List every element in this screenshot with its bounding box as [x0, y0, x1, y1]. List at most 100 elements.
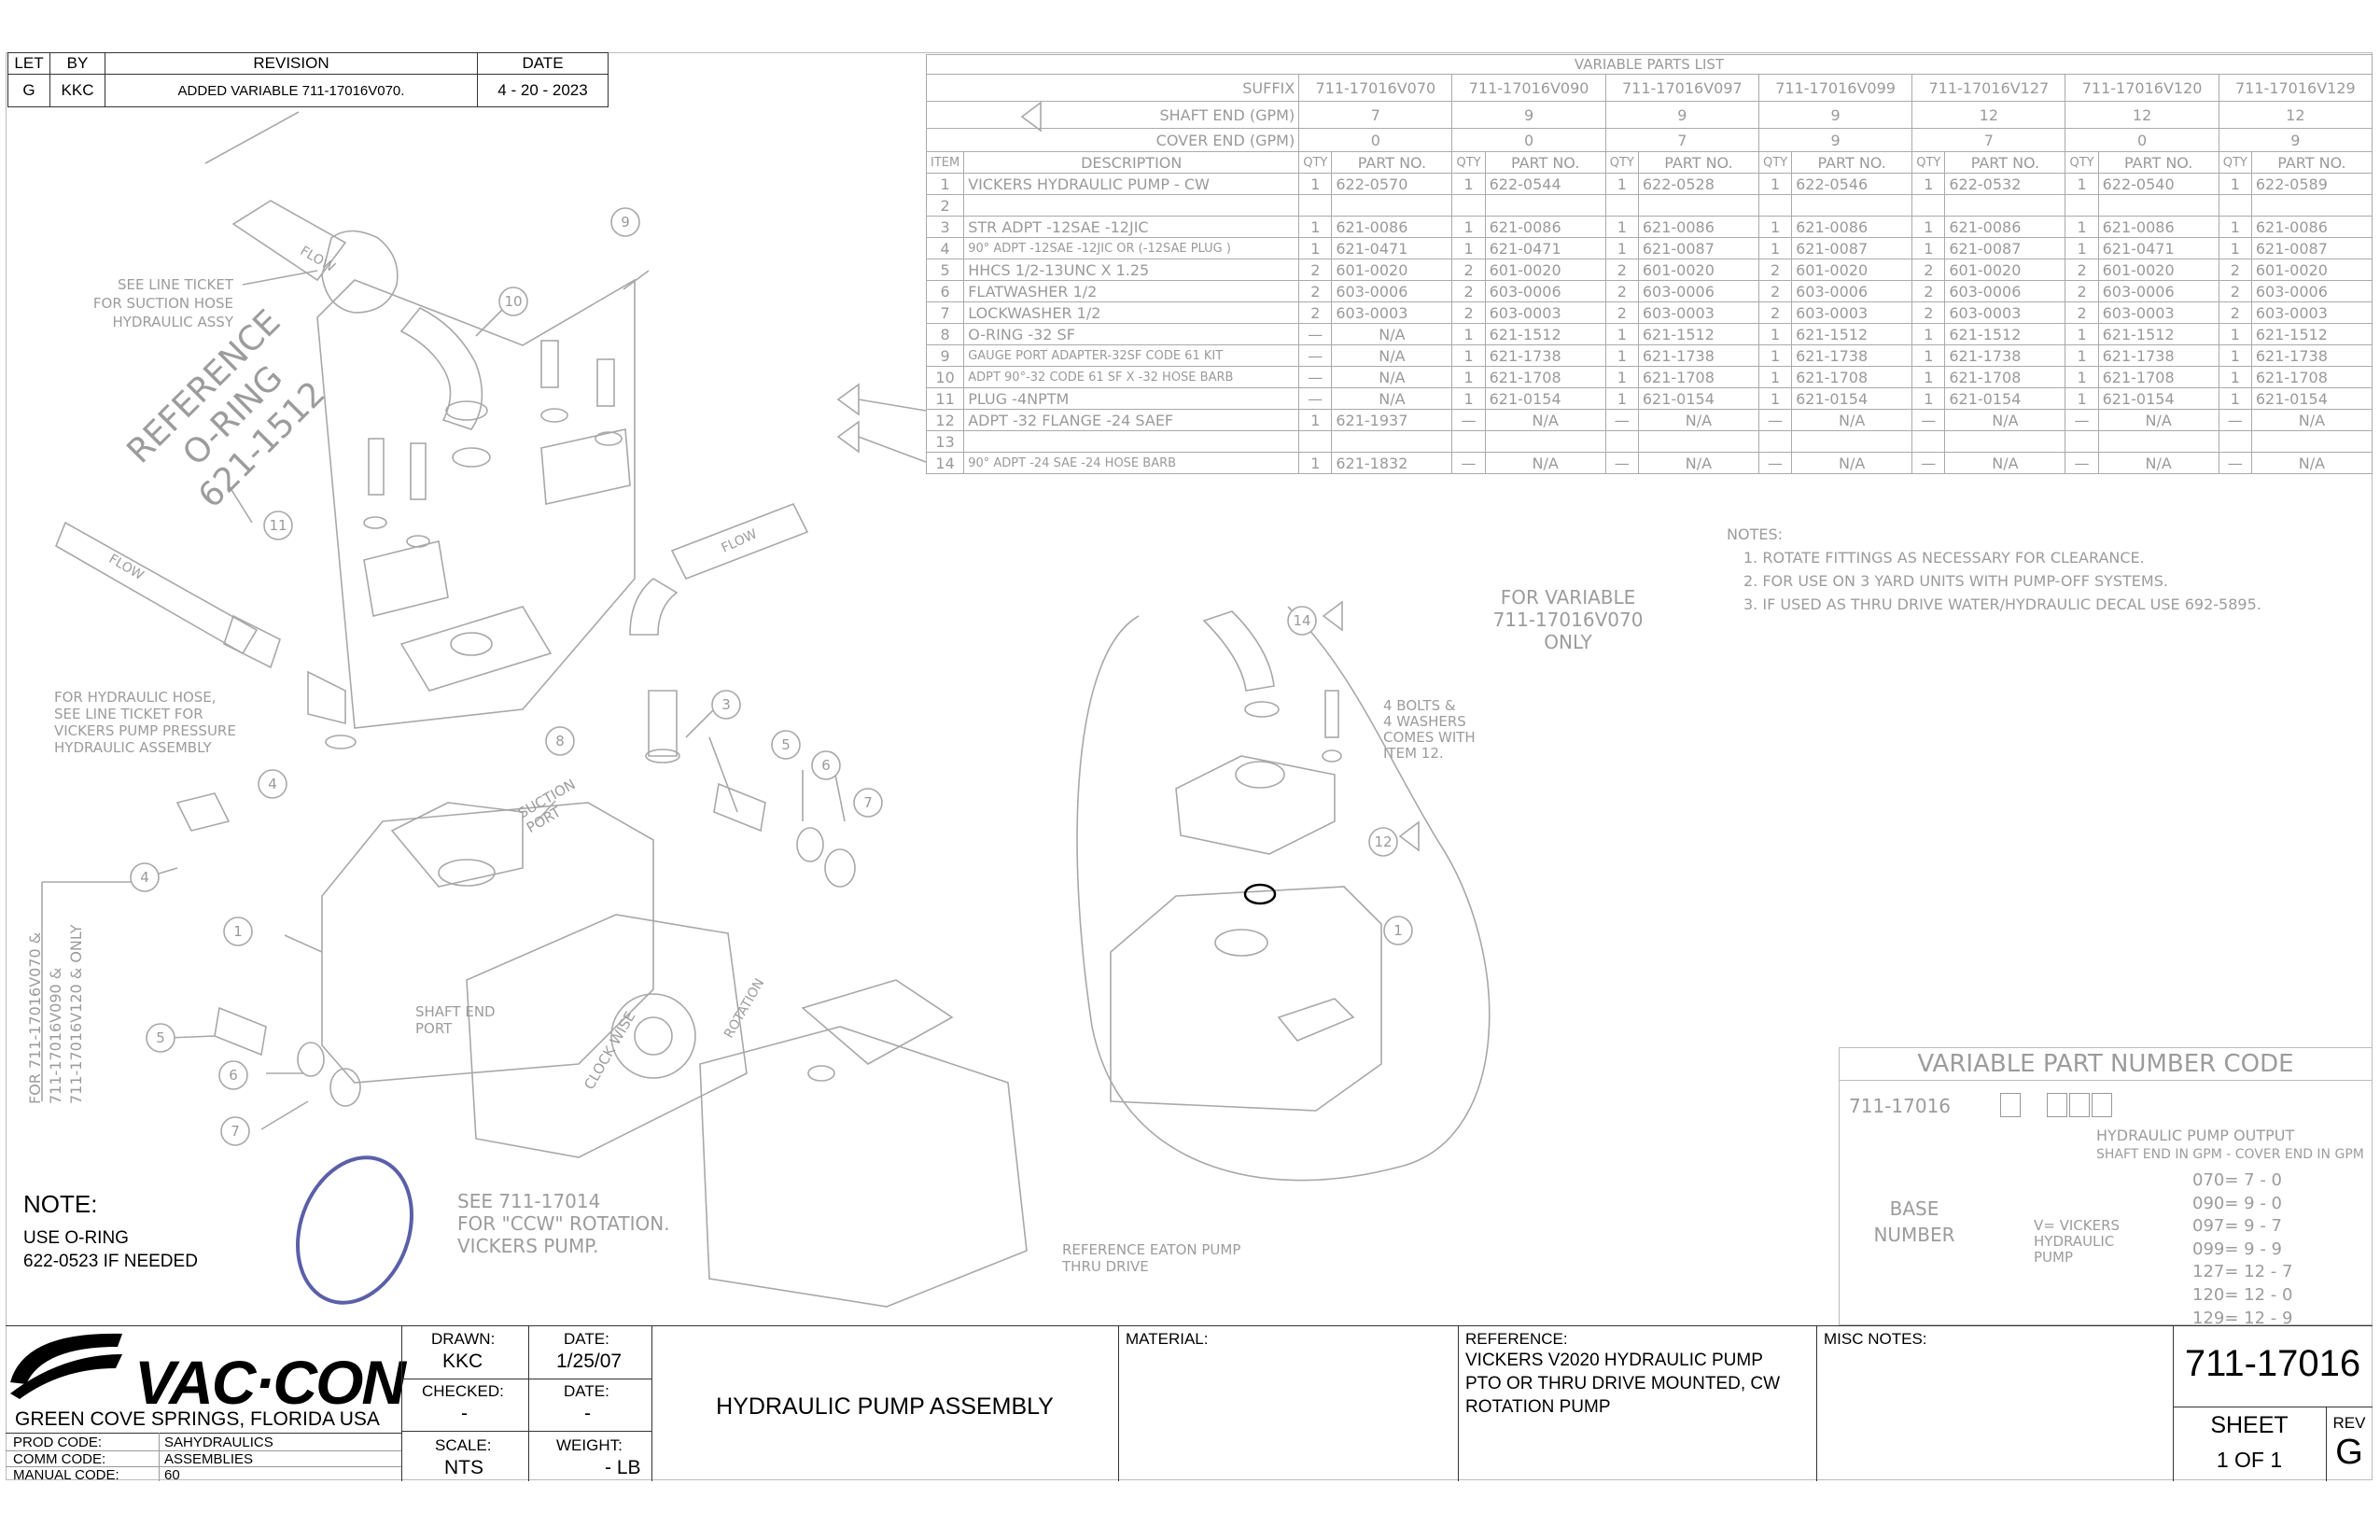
vpl-part-no: N/A — [1484, 409, 1606, 431]
vpl-part-no: 621-1512 — [2250, 323, 2373, 345]
vpn-box-3 — [2069, 1093, 2090, 1117]
vpl-part-no: 621-0086 — [1791, 216, 1913, 238]
rev-let: G — [7, 74, 50, 107]
half-flange — [363, 540, 449, 617]
vpl-qty: — — [1298, 366, 1333, 388]
label-see-ccw: SEE 711-17014 FOR "CCW" ROTATION. VICKER… — [457, 1190, 670, 1257]
vpl-part-no: N/A — [1484, 452, 1606, 474]
pump-body — [321, 802, 654, 1084]
bolt — [368, 438, 385, 496]
vpl-qty — [2218, 194, 2252, 217]
svg-text:12: 12 — [1374, 833, 1392, 850]
note-3: 3. IF USED AS THRU DRIVE WATER/HYDRAULIC… — [1743, 595, 2261, 613]
oring-top — [445, 400, 488, 421]
vpl-shaft-end: 9 — [1757, 101, 1913, 129]
vpl-part-no: 603-0006 — [1637, 280, 1759, 302]
notes-block: NOTES: 1. ROTATE FITTINGS AS NECESSARY F… — [1727, 523, 2371, 616]
variable-pump-body — [1110, 886, 1382, 1112]
vpl-suffix: 711-17016V129 — [2218, 74, 2373, 102]
vpl-suffix: 711-17016V120 — [2065, 74, 2219, 102]
svg-text:5: 5 — [156, 1029, 165, 1046]
vpl-cover-end: 9 — [2218, 128, 2373, 152]
vpl-qty: 1 — [1451, 237, 1486, 259]
vpl-qty: 1 — [2218, 344, 2252, 367]
callout-bubble: 7 — [220, 1116, 250, 1146]
reference-value: VICKERS V2020 HYDRAULIC PUMP PTO OR THRU… — [1465, 1351, 1781, 1417]
callout-bubble: 4 — [258, 769, 287, 799]
vpl-qty: — — [1451, 452, 1486, 474]
pump-flange — [466, 914, 748, 1158]
oring-8 — [452, 447, 491, 468]
vpl-qty: 2 — [1298, 259, 1333, 281]
svg-text:7: 7 — [231, 1123, 240, 1140]
vpl-part-header: PART NO. — [2250, 151, 2373, 174]
scale-value: NTS — [444, 1457, 483, 1478]
vpl-suffix: 711-17016V090 — [1451, 74, 1606, 102]
vpl-item: 6 — [925, 280, 965, 302]
vpl-part-no: 621-0471 — [2097, 237, 2219, 259]
vpl-qty: 1 — [1604, 344, 1639, 367]
vpl-qty: 2 — [1451, 280, 1486, 302]
vpl-part-no: 621-0471 — [1331, 237, 1453, 259]
vpl-qty: 2 — [2065, 280, 2099, 302]
vpl-qty: — — [1298, 323, 1333, 345]
vpl-qty: 1 — [1757, 387, 1793, 410]
title-block: VAC·CON GREEN COVE SPRINGS, FLORIDA USA … — [6, 1325, 2373, 1483]
vpl-part-header: PART NO. — [1637, 151, 1759, 174]
suction-hose — [231, 200, 347, 282]
vpl-qty — [1451, 430, 1486, 453]
vpl-qty: 1 — [1911, 366, 1946, 388]
vpl-description: PLUG -4NPTM — [963, 387, 1300, 410]
elbow-fitting-4 — [307, 670, 346, 725]
label-suction-hose: SEE LINE TICKET FOR SUCTION HOSE HYDRAUL… — [92, 276, 233, 330]
bolt — [540, 340, 559, 388]
bolt — [410, 442, 427, 500]
vpl-item: 12 — [925, 409, 965, 431]
label-hydraulic-hose: FOR HYDRAULIC HOSE, SEE LINE TICKET FOR … — [54, 689, 236, 756]
vpl-qty: 1 — [2065, 237, 2099, 259]
date2-label: DATE: — [564, 1382, 609, 1400]
vpl-title: VARIABLE PARTS LIST — [926, 54, 2373, 75]
rev-header-by: BY — [49, 52, 105, 75]
svg-text:3: 3 — [721, 696, 731, 713]
vpl-qty: 2 — [2065, 259, 2099, 281]
vpl-qty: 1 — [1604, 387, 1639, 410]
vpn-base-label: BASE NUMBER — [1873, 1197, 1955, 1246]
vpl-description: ADPT 90°-32 CODE 61 SF X -32 HOSE BARB — [963, 366, 1300, 388]
vpl-qty: 2 — [2065, 301, 2099, 324]
vpl-qty: — — [1298, 344, 1333, 367]
vpl-qty: — — [2218, 452, 2252, 474]
callout-bubble: 4 — [130, 862, 160, 892]
elbow-fitting-3 — [629, 578, 679, 636]
vpl-part-no: 621-1708 — [1484, 366, 1606, 388]
reference-label: REFERENCE: — [1465, 1330, 1568, 1348]
vpl-qty: 2 — [1298, 280, 1333, 302]
vpl-part-no: 621-1512 — [1944, 323, 2066, 345]
vpl-part-no: 621-0154 — [1944, 387, 2066, 410]
vpl-qty: 2 — [1604, 259, 1639, 281]
oring-note: NOTE: USE O-RING 622-0523 IF NEEDED — [23, 1190, 198, 1273]
callout-bubble: 12 — [1368, 827, 1398, 857]
rev-by: KKC — [49, 74, 105, 107]
callout-bubble: 5 — [146, 1023, 175, 1053]
vpl-part-no — [2250, 430, 2373, 453]
vpl-qty: — — [1911, 452, 1946, 474]
sheet-value: 1 OF 1 — [2216, 1448, 2283, 1472]
callout-bubble: 11 — [263, 511, 293, 540]
vpl-item: 14 — [925, 452, 965, 474]
vpl-part-header: PART NO. — [1944, 151, 2066, 174]
bolt-5 — [713, 782, 766, 833]
vpl-part-no: N/A — [1637, 452, 1759, 474]
hose-end — [223, 614, 281, 669]
prod-code-label: PROD CODE: — [13, 1435, 103, 1450]
vpl-shaft-end: 12 — [1911, 101, 2066, 129]
vpl-qty — [1604, 430, 1639, 453]
vpn-code-item: 127= 12 - 7 — [2192, 1262, 2293, 1282]
